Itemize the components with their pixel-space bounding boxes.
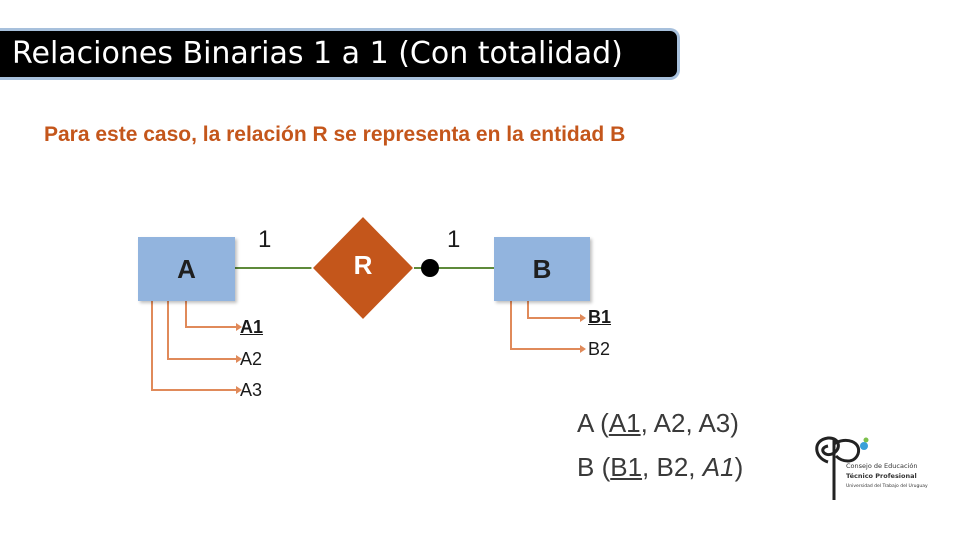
connector-a1: [185, 301, 236, 328]
attribute-b1: B1: [588, 307, 612, 327]
connector-b2: [510, 301, 580, 350]
arrowhead-b2: [580, 345, 586, 353]
connector-a3: [151, 301, 236, 391]
cardinality-a: 1: [258, 226, 272, 253]
arrowhead-a1: [236, 323, 242, 331]
relationship-diamond: [310, 214, 416, 322]
cardinality-b: 1: [447, 226, 461, 253]
connector-b1: [527, 301, 580, 319]
schema-b: B (B1, B2, A1): [577, 449, 743, 485]
logo-line-1: Consejo de Educación: [846, 462, 918, 470]
schema-b-name: B: [577, 452, 595, 482]
logo-line-3: Universidad del Trabajo del Uruguay: [846, 484, 928, 489]
attribute-a2: A2: [240, 349, 263, 369]
cetp-logo: Consejo de Educación Técnico Profesional…: [806, 432, 928, 504]
connector-a2: [167, 301, 236, 360]
slide-subtitle: Para este caso, la relación R se represe…: [44, 123, 626, 146]
schema-b-key: B1: [610, 452, 643, 482]
arrowhead-a3: [236, 386, 242, 394]
attribute-a3: A3: [240, 380, 263, 400]
relationship-label: R: [353, 250, 373, 280]
total-participation-dot: [421, 259, 439, 277]
logo-line-2: Técnico Profesional: [846, 472, 917, 480]
schema-b-foreign-key: A1: [702, 452, 735, 482]
schema-b-close: ): [734, 452, 744, 482]
schema-a-open: (: [592, 408, 609, 438]
schema-a: A (A1, A2, A3): [577, 405, 739, 441]
schema-b-mid: , B2,: [642, 452, 703, 482]
attribute-a1: A1: [240, 317, 264, 337]
arrowhead-a2: [236, 355, 242, 363]
arrowhead-b1: [580, 314, 586, 322]
schema-a-rest: , A2, A3): [640, 408, 739, 438]
schema-a-key: A1: [608, 408, 641, 438]
schema-a-name: A: [577, 408, 593, 438]
entity-a: A: [138, 237, 235, 301]
entity-b: B: [494, 237, 590, 301]
attribute-b2: B2: [588, 339, 611, 359]
schema-b-open: (: [594, 452, 611, 482]
slide-title: Relaciones Binarias 1 a 1 (Con totalidad…: [0, 28, 680, 80]
cetp-logo-mark: [815, 436, 869, 500]
